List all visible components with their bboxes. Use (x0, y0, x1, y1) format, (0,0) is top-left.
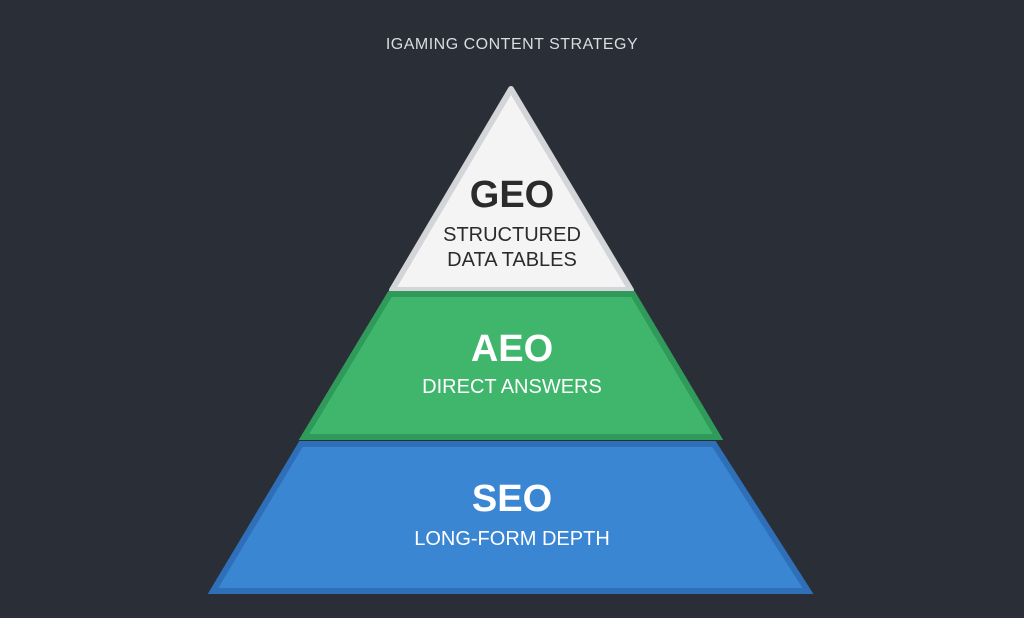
diagram-title: IGAMING CONTENT STRATEGY (385, 36, 639, 53)
tier-geo-name: GEO (469, 174, 555, 216)
tier-geo-shape (389, 86, 634, 293)
tier-aeo-subtitle: DIRECT ANSWERS (422, 376, 602, 398)
tier-aeo-name: AEO (470, 328, 554, 370)
tier-geo-subtitle-1: STRUCTURED (443, 224, 581, 246)
tier-geo-subtitle-2: DATA TABLES (447, 249, 577, 271)
tier-seo-shape (207, 441, 814, 594)
tier-seo-name: SEO (471, 478, 553, 520)
tier-aeo-shape (298, 291, 724, 440)
tier-seo-subtitle: LONG-FORM DEPTH (414, 528, 610, 550)
